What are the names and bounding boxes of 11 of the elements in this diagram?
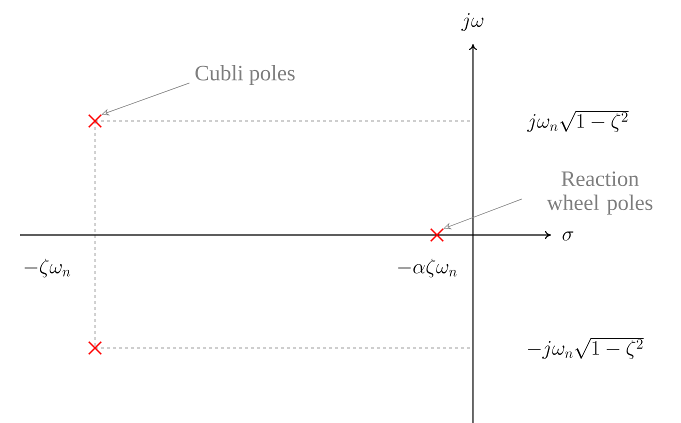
axis-label: $-j\omega_n\sqrt{1-\zeta^2}$ [528,338,644,359]
pole-marker [430,228,444,242]
pole-marker [88,341,102,355]
axis-label: $j\omega$ [461,13,484,32]
axis-label: $-\zeta\omega_n$ [24,258,70,278]
axis-label: $-\alpha\zeta\omega_n$ [398,258,457,278]
axis-label: $\sigma$ [562,232,574,241]
callout-text: Cubli poles [196,65,295,85]
callout-text: Reaction wheel poles [546,171,652,215]
axis-label: $j\omega_n\sqrt{1-\zeta^2}$ [527,111,629,132]
pole-marker [88,114,102,128]
